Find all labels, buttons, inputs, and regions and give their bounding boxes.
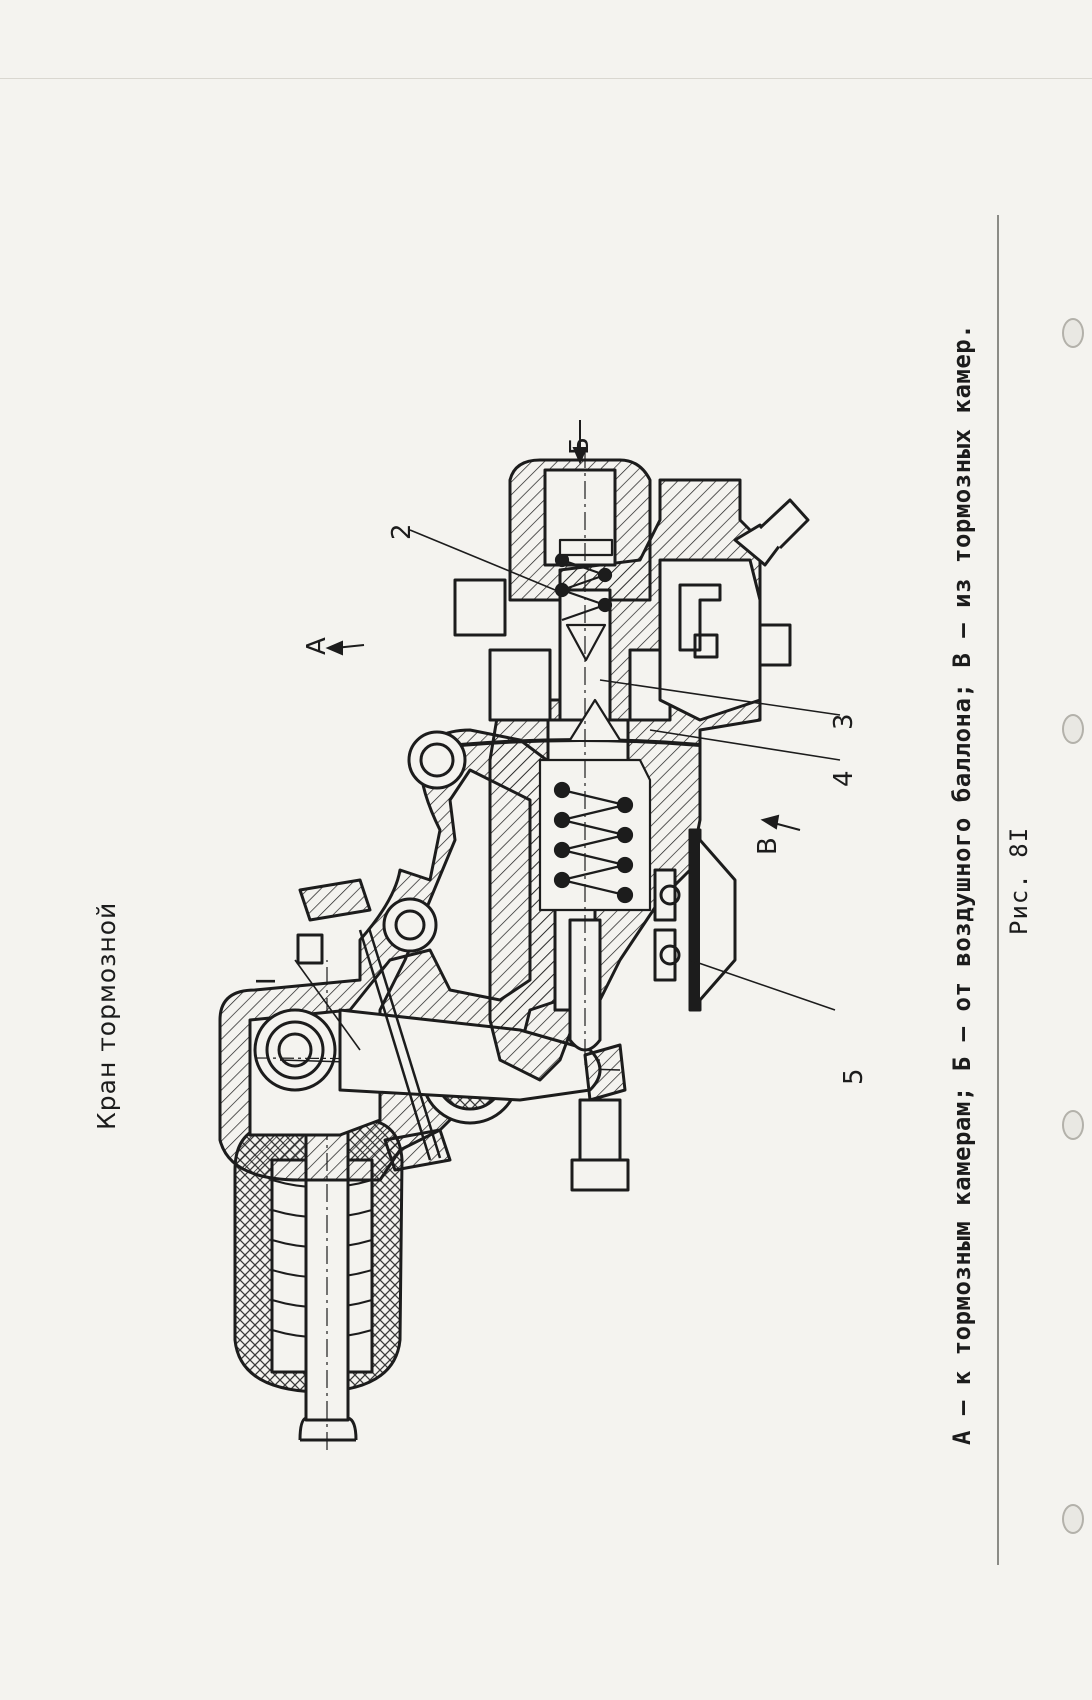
callout-labels: I 2 3 4 5 Б А В: [252, 437, 869, 1085]
callout-4: 4: [829, 770, 859, 787]
punch-hole: [1062, 1110, 1084, 1140]
punch-hole: [1062, 318, 1084, 348]
flow-label-b: Б: [565, 437, 595, 455]
valve-stem: [568, 450, 602, 1070]
margin-rule: [997, 215, 999, 1565]
flow-label-a: А: [302, 637, 332, 655]
page-edge: [0, 78, 1092, 79]
piston-spring: [538, 698, 652, 912]
punch-hole: [1062, 714, 1084, 744]
punch-hole: [1062, 1504, 1084, 1534]
leader-lines: [294, 529, 841, 1051]
flow-label-v: В: [753, 837, 783, 855]
callout-3: 3: [829, 713, 859, 730]
exhaust-valve: [653, 828, 737, 1012]
flow-arrows: [325, 420, 801, 831]
callout-5: 5: [839, 1068, 869, 1085]
callout-1: I: [252, 977, 282, 985]
side-port: [658, 498, 810, 722]
stop-bolt: [570, 1043, 630, 1192]
adjusting-screw: [296, 878, 452, 1172]
inlet-spring: [554, 538, 614, 662]
callout-2: 2: [387, 523, 417, 540]
